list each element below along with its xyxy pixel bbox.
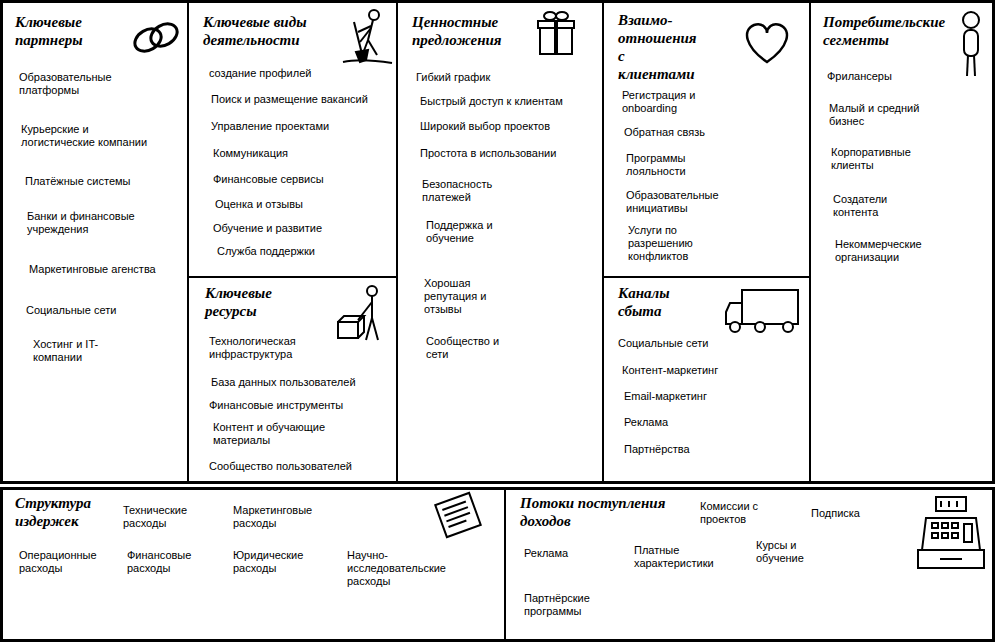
block-item: Хорошая репутация и отзывы (424, 277, 514, 316)
block-heading: Ключевые партнеры (15, 13, 125, 49)
block-item: Обучение и развитие (213, 222, 390, 235)
block-item: Оценка и отзывы (215, 198, 390, 211)
block-item: Email-маркетинг (624, 390, 803, 403)
block-item: Создатели контента (833, 193, 913, 219)
block-item: Финансовые инструменты (209, 399, 390, 412)
block-heading: Взаимо- отношения с клиентами (618, 11, 700, 83)
worker-shovel-icon (343, 10, 392, 63)
canvas-block: Структура издержек Технические расходы Мар… (0, 487, 505, 642)
block-item: Гибкий график (416, 71, 596, 84)
block-heading: Ключевые виды деятельности (203, 13, 343, 49)
truck-icon (726, 290, 798, 332)
block-item: Некоммерческие организации (835, 238, 945, 264)
block-item: Платные характеристики (634, 544, 734, 570)
block-item: Партнёрские программы (524, 592, 634, 618)
block-item: Контент и обучающие материалы (213, 421, 343, 447)
block-item: Корпоративные клиенты (831, 146, 941, 172)
block-item: Операционные расходы (19, 549, 119, 575)
block-item: Поддержка и обучение (426, 219, 521, 245)
block-item: Реклама (624, 416, 803, 429)
outer-frame (2, 2, 994, 483)
block-item: Финансовые сервисы (213, 173, 390, 186)
block-item: Курсы и обучение (756, 539, 826, 565)
block-item: Социальные сети (26, 304, 181, 317)
person-icon (963, 12, 979, 76)
block-item: Управление проектами (211, 120, 390, 133)
block-item: Программы лояльности (626, 152, 716, 178)
block-item: Обратная связь (624, 126, 803, 139)
block-item: Юридические расходы (233, 549, 333, 575)
outer-frame (2, 489, 994, 641)
block-item: Курьерские и логистические компании (21, 123, 161, 149)
block-item: Образовательные платформы (19, 71, 131, 97)
canvas-block: Ключевые ресурсыТехнологическая инфрастр… (188, 277, 397, 484)
paper-icon (435, 493, 480, 537)
canvas-block: Потребительские сегментыФрилансерыМалый … (810, 0, 995, 484)
block-item: Услуги по разрешению конфликтов (628, 224, 728, 263)
block-item: Технические расходы (123, 504, 213, 530)
block-item: База данных пользователей (211, 376, 390, 389)
canvas-block: Потоки поступления доходовКомиссии с про… (505, 487, 995, 642)
block-item: Маркетинговые агенства (29, 263, 181, 276)
block-item: Научно- исследовательские расходы (347, 549, 462, 588)
block-item: Регистрация и onboarding (622, 89, 732, 115)
heart-icon (747, 24, 787, 62)
canvas-block: Каналы сбытаСоциальные сетиКонтент-марке… (603, 277, 810, 484)
block-item: Сообщество и сети (426, 335, 516, 361)
block-item: Быстрый доступ к клиентам (420, 95, 596, 108)
block-heading: Структура издержек (15, 494, 115, 530)
block-item: Социальные сети (618, 337, 803, 350)
block-item: Образовательные инициативы (626, 189, 736, 215)
block-item: Малый и средний бизнес (829, 102, 939, 128)
block-item: Хостинг и IT- компании (33, 338, 115, 364)
block-item: Коммуникация (213, 147, 390, 160)
canvas-block: Ценностные предложенияГибкий графикБыстр… (397, 0, 603, 484)
block-item: создание профилей (209, 67, 390, 80)
block-item: Партнёрства (624, 443, 803, 456)
rings-icon (131, 19, 181, 55)
block-item: Платёжные системы (25, 175, 181, 188)
block-heading: Потоки поступления доходов (520, 494, 700, 530)
block-item: Банки и финансовые учреждения (27, 210, 157, 236)
block-item: Фрилансеры (827, 70, 988, 83)
canvas-block: Ключевые виды деятельности создание профи… (188, 0, 397, 277)
block-item: Простота в использовании (420, 147, 596, 160)
block-item: Финансовые расходы (127, 549, 217, 575)
block-item: Широкий выбор проектов (420, 120, 596, 133)
gift-icon (538, 12, 574, 54)
canvas-block: Взаимо- отношения с клиентамиРегистрация… (603, 0, 810, 277)
worker-box-icon (338, 286, 378, 340)
canvas-block: Ключевые партнерыОбразовательные платфор… (0, 0, 188, 484)
block-heading: Ценностные предложения (412, 13, 542, 49)
block-item: Комиссии с проектов (700, 500, 790, 526)
block-item: Поиск и размещение вакансий (211, 93, 390, 106)
block-heading: Потребительские сегменты (823, 13, 963, 49)
block-item: Подписка (811, 507, 988, 520)
block-item: Контент-маркетинг (622, 364, 803, 377)
block-item: Безопасность платежей (422, 178, 532, 204)
block-item: Маркетинговые расходы (233, 504, 333, 530)
block-item: Сообщество пользователей (209, 460, 390, 473)
block-item: Служба поддержки (217, 245, 390, 258)
block-item: Технологическая инфраструктура (209, 335, 329, 361)
block-heading: Каналы сбыта (618, 284, 688, 320)
block-heading: Ключевые ресурсы (205, 284, 305, 320)
cash-register-icon (918, 497, 984, 568)
